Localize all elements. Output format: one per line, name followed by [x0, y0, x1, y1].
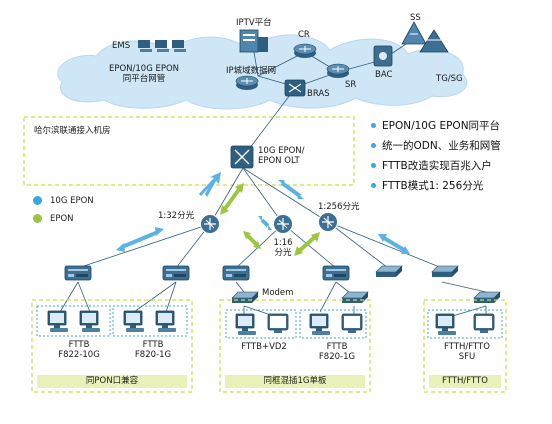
group-label-ftth: FTTH/FTTO — [429, 375, 501, 388]
group-label-pon: 同PON口兼容 — [37, 375, 187, 388]
onu-sfu-right — [431, 265, 459, 278]
nms-label-line2: 同平台网管 — [122, 74, 166, 84]
backbone-cloud — [57, 34, 468, 110]
endpoint-line1: FTTH/FTTO — [444, 342, 490, 352]
bullet-item: EPON/10G EPON同平台 — [371, 118, 500, 133]
endpoint-label-5: FTTH/FTTO SFU — [436, 342, 498, 362]
olt-label-line1: 10G EPON/ — [258, 146, 305, 156]
group-box-mixed — [219, 299, 371, 393]
bullet-dot — [371, 182, 376, 188]
legend-label-epon: EPON — [50, 214, 74, 224]
endpoint-label-2: FTTB F820-1G — [128, 340, 178, 360]
olt-label: 10G EPON/ EPON OLT — [258, 146, 305, 166]
bullet-dot — [371, 162, 376, 168]
modem-label: Modem — [262, 288, 294, 298]
olt-device — [230, 145, 254, 169]
splitter-middle-label: 1:16 分光 — [272, 238, 294, 258]
bras-device — [284, 79, 306, 97]
endpoint-line2: F822-10G — [58, 350, 100, 360]
legend-label-10g-epon: 10G EPON — [50, 196, 94, 206]
metro-router — [235, 75, 259, 91]
olt-label-line2: EPON OLT — [258, 156, 300, 166]
machine-room-label: 哈尔滨联通接入机房 — [34, 126, 111, 136]
endpoint-label-4: FTTB F820-1G — [312, 342, 362, 362]
onu-f820-1g-left — [162, 265, 190, 281]
onu-vd2 — [222, 265, 250, 281]
bullet-dot — [371, 142, 376, 148]
endpoint-line1: FTTB+VD2 — [241, 342, 287, 352]
legend-item-epon: EPON — [33, 214, 74, 224]
10g-epon-arrows — [116, 172, 410, 254]
lan-boxes — [36, 305, 503, 339]
tg-sg-label: TG/SG — [436, 74, 463, 84]
cr-label: CR — [298, 30, 310, 40]
bullet-item: 统一的ODN、业务和网管 — [371, 138, 501, 153]
bac-label: BAC — [375, 70, 393, 80]
ip-metro-label: IP城域数据网 — [226, 66, 277, 76]
pc-icon — [155, 310, 177, 333]
onu-sfu-left — [375, 265, 403, 278]
bullet-text: 统一的ODN、业务和网管 — [382, 140, 501, 152]
group-box-pon — [31, 299, 193, 393]
cr-router — [293, 43, 317, 59]
splitter-1-16 — [272, 213, 294, 235]
tv-icon — [473, 313, 495, 334]
pc-icon — [235, 313, 257, 336]
iptv-server — [239, 29, 268, 53]
endpoint-line2: F820-1G — [318, 352, 356, 362]
bullet-item: FTTB改造实现百兆入户 — [371, 158, 492, 173]
pc-icon — [79, 310, 101, 333]
nms-label-line1: EPON/10G EPON — [108, 64, 180, 74]
splitter-middle-line1: 1:16 — [273, 238, 293, 248]
endpoint-line2: SFU — [458, 352, 476, 362]
endpoint-label-3: FTTB+VD2 — [234, 342, 294, 352]
splitter-1-32 — [199, 213, 221, 235]
bullet-text: EPON/10G EPON同平台 — [382, 120, 501, 132]
endpoint-line1: FTTB — [68, 340, 90, 350]
nms-label: EPON/10G EPON 同平台网管 — [96, 64, 192, 84]
splitter-left-label: 1:32分光 — [158, 211, 195, 221]
bullet-dot — [371, 122, 376, 128]
endpoint-line1: FTTB — [326, 342, 348, 352]
pc-icon — [309, 313, 331, 336]
pc-icon — [123, 310, 145, 333]
sr-label: SR — [345, 80, 357, 90]
legend-swatch-blue — [33, 196, 42, 205]
bullet-text: FTTB模式1: 256分光 — [382, 180, 484, 192]
modem-device — [231, 291, 259, 304]
pc-icon — [47, 310, 69, 333]
splitter-right-label: 1:256分光 — [318, 202, 360, 212]
onu-f822-10g — [64, 265, 92, 281]
bac-server — [373, 45, 393, 67]
ss-tg-sg-devices — [401, 21, 449, 53]
modem-device-3 — [473, 291, 501, 304]
iptv-label: IPTV平台 — [236, 18, 272, 28]
machine-room-box — [23, 116, 355, 186]
modem-device-2 — [341, 291, 369, 304]
ss-label: SS — [410, 13, 421, 23]
ems-label: EMS — [112, 41, 131, 51]
pc-icon — [435, 313, 457, 336]
bullet-item: FTTB模式1: 256分光 — [371, 178, 483, 193]
epon-arrows — [220, 183, 320, 256]
endpoint-line2: F820-1G — [134, 350, 172, 360]
endpoint-label-1: FTTB F822-10G — [54, 340, 104, 360]
group-box-ftth — [423, 299, 507, 393]
onu-f820-1g-right — [322, 265, 350, 281]
bras-label: BRAS — [307, 89, 330, 99]
tv-icon — [341, 313, 363, 334]
legend-item-10g-epon: 10G EPON — [33, 196, 94, 206]
group-label-mixed: 同框混插1G单板 — [225, 375, 365, 388]
bullet-text: FTTB改造实现百兆入户 — [382, 160, 492, 172]
splitter-1-256 — [317, 211, 339, 233]
endpoint-line1: FTTB — [142, 340, 164, 350]
tv-icon — [267, 313, 289, 334]
splitter-middle-line2: 分光 — [274, 248, 292, 258]
sr-router — [326, 63, 350, 79]
ems-servers — [138, 40, 186, 52]
legend-swatch-green — [33, 214, 42, 223]
